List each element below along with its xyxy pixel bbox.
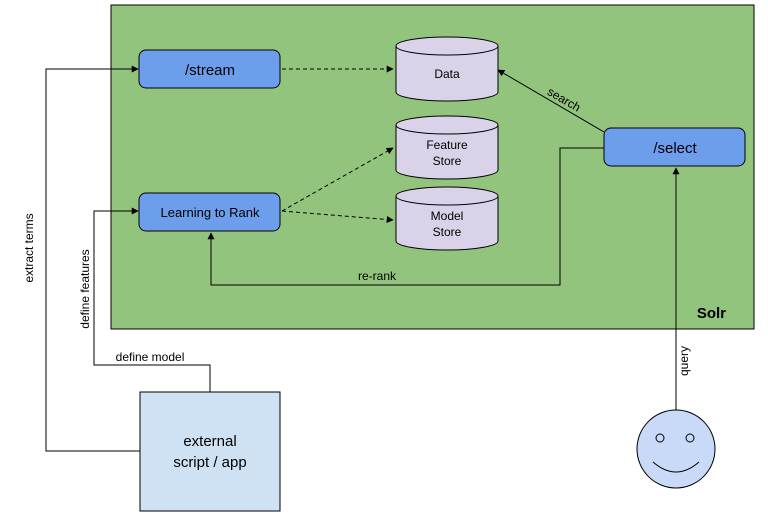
query-label: query <box>677 346 691 376</box>
solr-label: Solr <box>697 305 726 322</box>
external-script-app: external script / app <box>139 391 281 512</box>
rerank-arrow <box>207 147 604 286</box>
feature-store-label-line2: Store <box>433 154 462 168</box>
connectors <box>45 65 680 452</box>
select-endpoint: /select <box>603 127 746 167</box>
extract-terms-label: extract terms <box>22 213 36 282</box>
stream-label: /stream <box>185 62 235 79</box>
select-label: /select <box>653 140 697 157</box>
define-features-label: define features <box>78 249 92 328</box>
model-store: Model Store <box>395 186 499 251</box>
rerank-label: re-rank <box>358 269 397 283</box>
ltr-label: Learning to Rank <box>160 205 260 220</box>
data-store: Data <box>395 36 499 102</box>
feature-store: Feature Store <box>395 115 499 180</box>
smiley-mouth <box>652 461 700 473</box>
smiley-left-eye <box>655 433 665 443</box>
model-store-label-line1: Model <box>431 209 464 223</box>
feature-store-label-line1: Feature <box>426 138 468 152</box>
external-label-line2: script / app <box>173 454 246 471</box>
stream-endpoint: /stream <box>138 49 281 89</box>
ltr-to-feature-store-arrow <box>281 147 394 212</box>
select-to-data-arrow <box>497 69 605 133</box>
learning-to-rank-component: Learning to Rank <box>138 192 281 232</box>
ltr-to-model-store-arrow <box>281 210 394 223</box>
external-label-line1: external <box>183 433 236 450</box>
model-store-label-line2: Store <box>433 225 462 239</box>
data-store-label: Data <box>434 67 460 81</box>
define-model-label: define model <box>116 350 185 364</box>
extract-terms-arrow <box>45 65 140 452</box>
user-smiley-icon <box>636 409 716 489</box>
smiley-right-eye <box>685 433 695 443</box>
define-features-arrow <box>93 207 211 392</box>
